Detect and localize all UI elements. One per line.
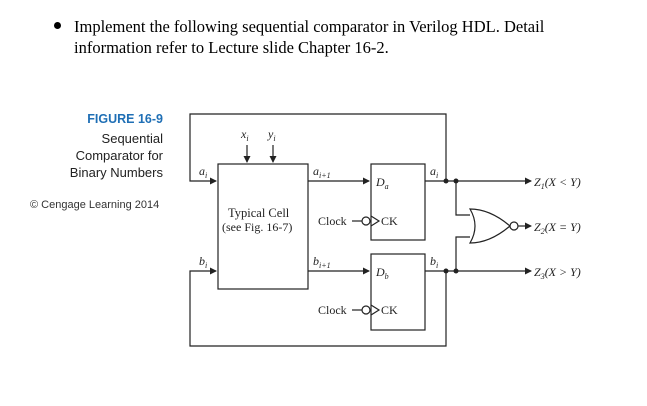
- junction-a-dot: [443, 178, 449, 184]
- label-cell-title: Typical Cell: [228, 206, 290, 220]
- label-z3: Z3(X > Y): [534, 265, 581, 281]
- figure-title-line-1: Sequential: [101, 131, 163, 146]
- label-x-input: xi: [240, 127, 249, 143]
- label-b-next: bi+1: [313, 254, 331, 270]
- nor-input-b-wire: [455, 236, 470, 271]
- label-b-in: bi: [199, 254, 207, 270]
- label-cell-ref: (see Fig. 16-7): [222, 220, 292, 234]
- junction-z3-dot: [453, 268, 459, 274]
- instruction-text: Implement the following sequential compa…: [74, 16, 614, 58]
- figure-title: Sequential Comparator for Binary Numbers: [20, 130, 163, 181]
- junction-z1-dot: [453, 178, 459, 184]
- nor-gate-icon: [468, 208, 511, 244]
- instruction-line-1: Implement the following sequential compa…: [74, 17, 545, 36]
- label-y-input: yi: [267, 127, 276, 143]
- figure-copyright: © Cengage Learning 2014: [30, 199, 160, 211]
- bullet-icon: [54, 22, 61, 29]
- label-b-out: bi: [430, 254, 438, 270]
- figure-title-line-2: Comparator for: [75, 148, 163, 163]
- label-ff-a-d: Da: [375, 175, 389, 191]
- label-z1: Z1(X < Y): [534, 175, 581, 191]
- label-a-in: ai: [199, 164, 207, 180]
- junction-b-dot: [443, 268, 449, 274]
- flip-flop-a-box: [370, 163, 426, 241]
- label-clock-a: Clock: [318, 214, 347, 228]
- flip-flop-b-box: [370, 253, 426, 331]
- label-clock-b: Clock: [318, 303, 347, 317]
- nor-input-a-wire: [455, 181, 470, 216]
- label-z2: Z2(X = Y): [534, 220, 581, 236]
- a-feedback-loop: [189, 113, 447, 185]
- clock-a-bubble-icon: [361, 216, 371, 226]
- typical-cell-box: [217, 163, 309, 290]
- clock-a-edge-icon: [370, 215, 381, 227]
- instruction-line-2: information refer to Lecture slide Chapt…: [74, 38, 389, 57]
- figure-title-line-3: Binary Numbers: [69, 165, 163, 180]
- label-ck-b: CK: [381, 303, 398, 317]
- label-a-next: ai+1: [313, 164, 331, 180]
- clock-b-bubble-icon: [361, 305, 371, 315]
- label-ck-a: CK: [381, 214, 398, 228]
- nor-bubble-icon: [509, 221, 519, 231]
- label-ff-b-d: Db: [375, 265, 389, 281]
- label-a-out: ai: [430, 164, 438, 180]
- figure-label: FIGURE 16-9: [87, 112, 163, 126]
- clock-b-edge-icon: [370, 304, 381, 316]
- b-feedback-loop: [189, 267, 447, 347]
